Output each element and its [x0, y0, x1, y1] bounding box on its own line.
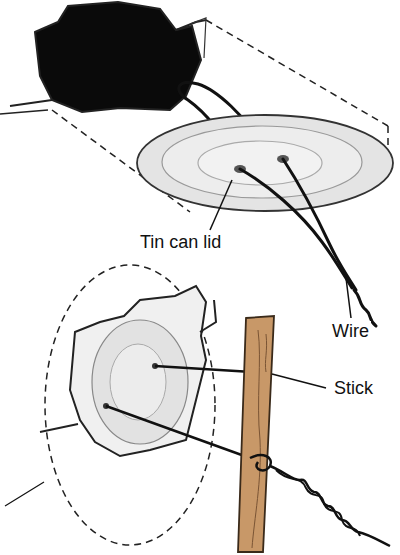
- twisted-wire: [270, 466, 390, 546]
- part-label: Stick: [332, 378, 375, 399]
- leader-line: [210, 180, 232, 230]
- stick: [238, 316, 274, 552]
- leader-line: [5, 482, 44, 506]
- leader-line: [272, 374, 326, 388]
- part-label: Wire: [330, 321, 371, 342]
- twisted-wire: [276, 470, 360, 536]
- wire: [240, 159, 376, 326]
- wall-hole-top: [0, 2, 388, 212]
- tin-can-lid: [137, 115, 393, 211]
- wire: [250, 455, 271, 470]
- wire: [106, 366, 252, 458]
- leader-line: [346, 278, 351, 318]
- wall-hole-bottom: [40, 265, 216, 545]
- part-label: Tin can lid: [138, 232, 223, 253]
